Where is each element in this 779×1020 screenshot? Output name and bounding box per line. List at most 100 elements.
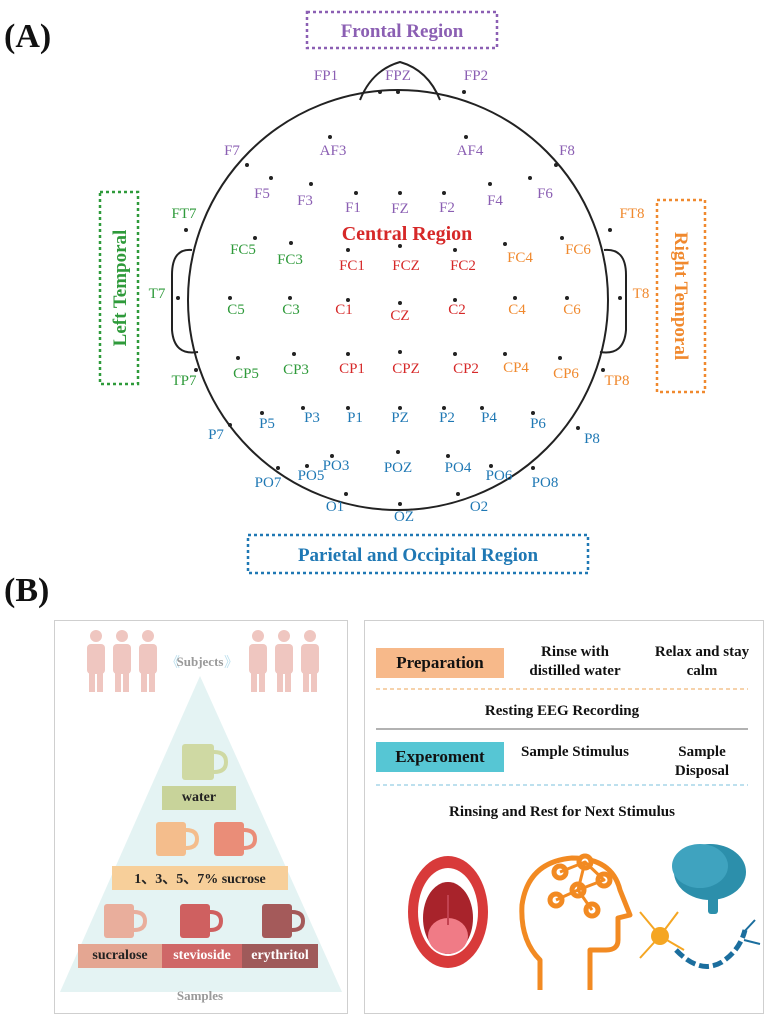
electrode-dot-f4: [488, 182, 492, 186]
electrode-label-f8: F8: [559, 143, 575, 159]
electrode-dot-p3: [301, 406, 305, 410]
electrode-label-o2: O2: [470, 499, 488, 515]
electrode-label-c6: C6: [563, 302, 581, 318]
electrode-label-p2: P2: [439, 410, 455, 426]
right-temporal-title: Right Temporal: [670, 232, 691, 360]
electrode-label-t8: T8: [633, 286, 650, 302]
electrode-label-fc5: FC5: [230, 242, 256, 258]
electrode-dot-p1: [346, 406, 350, 410]
electrode-dot-ft7: [184, 228, 188, 232]
electrode-dot-p4: [480, 406, 484, 410]
electrode-label-f4: F4: [487, 193, 503, 209]
electrode-label-c5: C5: [227, 302, 245, 318]
sample-disposal-step: Sample Disposal: [674, 744, 730, 779]
electrode-dot-cp2: [453, 352, 457, 356]
electrode-label-po6: PO6: [486, 468, 513, 484]
electrode-dot-cp3: [292, 352, 296, 356]
electrode-label-o1: O1: [326, 499, 344, 515]
electrode-label-po7: PO7: [255, 475, 282, 491]
electrode-dot-cp4: [503, 352, 507, 356]
electrode-dot-p7: [228, 423, 232, 427]
electrode-dot-f6: [528, 176, 532, 180]
electrode-dot-fz: [398, 191, 402, 195]
electrode-label-af3: AF3: [320, 143, 347, 159]
electrode-label-po5: PO5: [298, 468, 325, 484]
electrode-label-p7: P7: [208, 427, 224, 443]
electrode-dot-f1: [354, 191, 358, 195]
electrode-dot-fc2: [453, 248, 457, 252]
electrode-dot-po6: [489, 464, 493, 468]
electrode-dot-p6: [531, 411, 535, 415]
electrode-label-fc3: FC3: [277, 252, 303, 268]
electrode-dot-fc5: [253, 236, 257, 240]
head-outline: [187, 89, 609, 511]
rinse-step: Rinse with distilled water: [529, 644, 621, 679]
electrode-label-fp1: FP1: [314, 68, 338, 84]
parietal-occipital-box: [246, 533, 590, 575]
electrode-dot-fc3: [289, 241, 293, 245]
erythritol-label: erythritol: [242, 944, 318, 968]
electrode-dot-cz: [398, 301, 402, 305]
electrode-label-c1: C1: [335, 302, 353, 318]
electrode-dot-f7: [245, 163, 249, 167]
electrode-dot-f2: [442, 191, 446, 195]
electrode-dot-p5: [260, 411, 264, 415]
electrode-dot-o2: [456, 492, 460, 496]
electrode-label-fc2: FC2: [450, 258, 476, 274]
electrode-label-fc6: FC6: [565, 242, 591, 258]
electrode-label-p8: P8: [584, 431, 600, 447]
left-temporal-box: [98, 190, 140, 386]
right-temporal-box: [655, 198, 707, 394]
frontal-region-box: [305, 10, 499, 50]
electrode-dot-t7: [176, 296, 180, 300]
sucralose-label: sucralose: [78, 944, 162, 968]
electrode-label-f2: F2: [439, 200, 455, 216]
relax-step: Relax and stay calm: [654, 644, 750, 679]
electrode-dot-cp1: [346, 352, 350, 356]
electrode-dot-tp8: [601, 368, 605, 372]
electrode-label-f7: F7: [224, 143, 240, 159]
electrode-dot-po3: [330, 454, 334, 458]
electrode-label-ft8: FT8: [619, 206, 644, 222]
electrode-label-tp7: TP7: [171, 373, 197, 389]
electrode-dot-p2: [442, 406, 446, 410]
electrode-dot-po8: [531, 466, 535, 470]
electrode-label-cz: CZ: [390, 308, 409, 324]
water-label: water: [162, 786, 236, 810]
electrode-label-oz: OZ: [394, 509, 414, 525]
electrode-dot-c1: [346, 298, 350, 302]
electrode-label-cp3: CP3: [283, 362, 309, 378]
electrode-dot-af3: [328, 135, 332, 139]
electrode-dot-af4: [464, 135, 468, 139]
electrode-label-fp2: FP2: [464, 68, 488, 84]
central-region-title: Central Region: [342, 223, 473, 245]
electrode-dot-cpz: [398, 350, 402, 354]
parietal-occipital-title: Parietal and Occipital Region: [298, 545, 539, 566]
electrode-label-t7: T7: [149, 286, 166, 302]
electrode-label-fcz: FCZ: [392, 258, 420, 274]
electrode-dot-f8: [554, 163, 558, 167]
panel-b-label: (B): [4, 572, 50, 609]
electrode-dot-fc1: [346, 248, 350, 252]
electrode-label-c2: C2: [448, 302, 466, 318]
electrode-label-p5: P5: [259, 416, 275, 432]
resting-eeg-step: Resting EEG Recording: [484, 703, 640, 719]
electrode-dot-p8: [576, 426, 580, 430]
electrode-label-po4: PO4: [445, 460, 472, 476]
preparation-tag: Preparation: [376, 648, 504, 678]
electrode-label-f3: F3: [297, 193, 313, 209]
electrode-label-c3: C3: [282, 302, 300, 318]
electrode-label-po8: PO8: [532, 475, 559, 491]
electrode-label-ft7: FT7: [171, 206, 197, 222]
electrode-label-poz: POZ: [384, 460, 412, 476]
electrode-dot-c4: [513, 296, 517, 300]
electrode-label-cpz: CPZ: [392, 361, 420, 377]
electrode-label-p4: P4: [481, 410, 497, 426]
electrode-label-f5: F5: [254, 186, 270, 202]
electrode-dot-c2: [453, 298, 457, 302]
electrode-label-f1: F1: [345, 200, 361, 216]
sucrose-label: 1、3、5、7% sucrose: [112, 866, 288, 890]
electrode-dot-po5: [305, 464, 309, 468]
electrode-label-tp8: TP8: [604, 373, 629, 389]
electrode-dot-fc4: [503, 242, 507, 246]
